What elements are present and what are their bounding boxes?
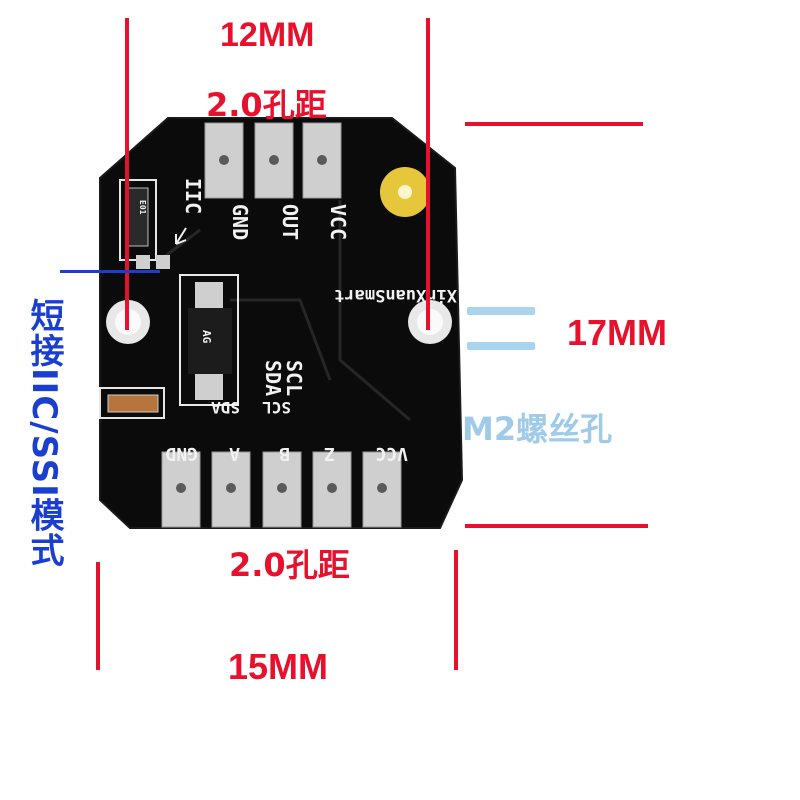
dim-bottom-pitch: 2.0孔距 — [229, 546, 350, 584]
jumper-pointer-line — [60, 270, 160, 273]
silk-mid-1: SDA — [261, 360, 285, 396]
silk-top-pin-0: GND — [228, 204, 252, 240]
capacitor-outline — [99, 387, 165, 419]
chip-body — [188, 308, 232, 374]
pad-vcc-bottom — [362, 451, 402, 528]
dim-line-top-right — [426, 18, 430, 330]
chip-mark: AG — [200, 330, 213, 344]
dim-height: 17MM — [567, 312, 668, 353]
bottom-header-pads — [161, 451, 402, 528]
silk-iic: IIC — [181, 178, 205, 214]
dim-top-pitch: 2.0孔距 — [206, 86, 327, 124]
dim-line-bottom-left — [96, 562, 100, 670]
dim-top-width: 12MM — [220, 16, 315, 54]
silk-mid-0: SCL — [282, 360, 306, 396]
silk-bottom-sec-0: SCL — [262, 398, 291, 417]
chip-pad-top — [195, 282, 223, 308]
mode-note: 短接IIC/SSI模式 — [24, 298, 64, 568]
silk-brand: XinXuanSmart — [334, 285, 457, 305]
chip-pad-bottom — [195, 374, 223, 400]
resistor-body — [127, 187, 149, 247]
silk-bottom-sec-1: SDA — [211, 398, 240, 417]
top-header-pads — [204, 122, 342, 199]
capacitor-body — [107, 394, 159, 413]
silk-top-pin-1: OUT — [278, 204, 302, 240]
arrow-icon — [175, 227, 187, 245]
pcb-board — [99, 117, 464, 529]
chip-outline — [179, 274, 239, 406]
dim-line-bottom-right — [454, 550, 458, 670]
silk-bottom-pin-2: B — [279, 443, 290, 464]
screw-hole-marker-1 — [467, 307, 535, 315]
silk-bottom-pin-0: VCC — [375, 443, 408, 464]
screw-hole-marker-2 — [467, 342, 535, 350]
jumper-pad-1 — [136, 255, 150, 269]
silk-bottom-pin-3: A — [229, 443, 240, 464]
silk-top-pin-2: VCC — [326, 204, 350, 240]
pcb-trace — [338, 200, 411, 422]
dim-line-right-top — [465, 122, 643, 126]
screw-hole-note: M2螺丝孔 — [462, 410, 613, 448]
pcb-trace — [230, 298, 332, 381]
dim-bottom-width: 15MM — [228, 646, 329, 687]
resistor-mark: E01 — [138, 200, 147, 215]
dim-line-top-left — [125, 18, 129, 330]
dim-line-right-bottom — [465, 524, 648, 528]
silk-bottom-pin-1: Z — [324, 443, 335, 464]
silk-bottom-pin-4: GND — [165, 443, 198, 464]
jumper-pad-2 — [156, 255, 170, 269]
